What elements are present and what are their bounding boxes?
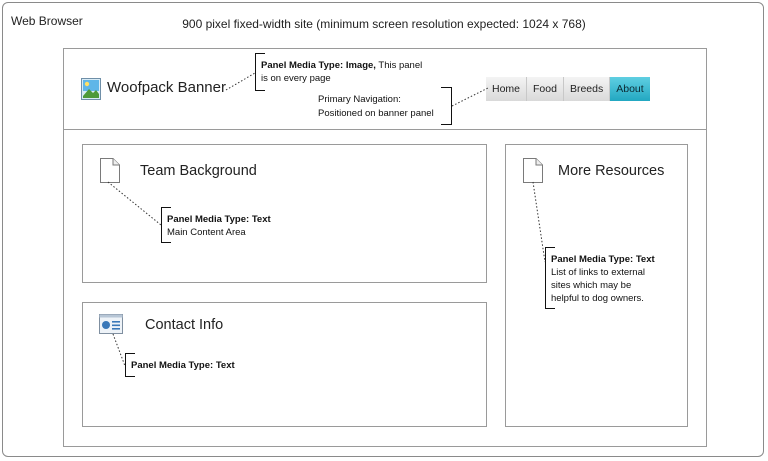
nav-item-food[interactable]: Food xyxy=(527,77,564,101)
banner-callout-line1: This panel xyxy=(375,60,423,71)
browser-label: Web Browser xyxy=(11,14,83,28)
document-icon xyxy=(100,158,120,183)
team-callout-type: Panel Media Type: Text xyxy=(167,214,271,225)
navigation-callout: Primary Navigation: Positioned on banner… xyxy=(318,93,458,121)
banner-title: Woofpack Banner xyxy=(107,79,226,96)
resources-callout-type: Panel Media Type: Text xyxy=(551,254,655,265)
contact-callout-bracket xyxy=(125,353,135,377)
navigation-callout-bracket xyxy=(441,87,452,125)
resources-callout: Panel Media Type: Text List of links to … xyxy=(551,253,681,305)
banner-callout-line2: is on every page xyxy=(261,73,331,84)
resources-callout-bracket xyxy=(545,247,555,309)
team-callout-bracket xyxy=(161,207,171,243)
banner-callout-type: Panel Media Type: Image, xyxy=(261,60,376,71)
banner-callout-bracket xyxy=(255,53,265,91)
contact-callout: Panel Media Type: Text xyxy=(131,359,291,372)
image-icon xyxy=(81,78,101,100)
nav-item-about[interactable]: About xyxy=(610,77,650,101)
navigation-callout-line2: Positioned on banner panel xyxy=(318,108,434,119)
team-callout: Panel Media Type: Text Main Content Area xyxy=(167,213,327,239)
contact-info-panel xyxy=(82,302,487,427)
primary-navigation: Home Food Breeds About xyxy=(486,77,650,101)
more-resources-title: More Resources xyxy=(558,163,665,179)
nav-item-home[interactable]: Home xyxy=(486,77,528,101)
resources-callout-line1: List of links to external xyxy=(551,267,645,278)
document-icon xyxy=(523,158,543,183)
navigation-callout-line1: Primary Navigation: xyxy=(318,94,401,105)
contact-callout-type: Panel Media Type: Text xyxy=(131,360,235,371)
team-background-title: Team Background xyxy=(140,163,257,179)
nav-item-breeds[interactable]: Breeds xyxy=(563,77,611,101)
team-callout-line: Main Content Area xyxy=(167,227,246,238)
site-width-caption: 900 pixel fixed-width site (minimum scre… xyxy=(182,17,586,31)
banner-divider xyxy=(63,129,707,130)
resources-callout-line2: sites which may be xyxy=(551,280,632,291)
contact-card-icon xyxy=(99,314,123,334)
resources-callout-line3: helpful to dog owners. xyxy=(551,293,644,304)
contact-info-title: Contact Info xyxy=(145,317,224,333)
banner-callout: Panel Media Type: Image, This panel is o… xyxy=(261,59,441,85)
